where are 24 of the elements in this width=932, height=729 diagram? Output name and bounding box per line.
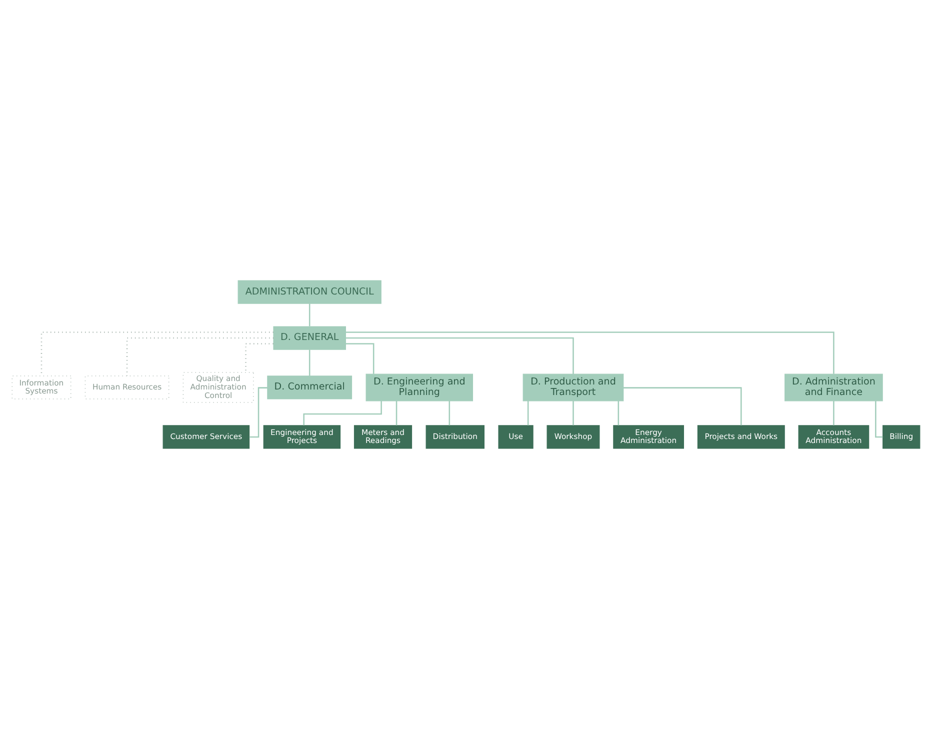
connector	[40, 332, 274, 376]
connector	[396, 401, 398, 426]
node-box: ADMINISTRATION COUNCIL	[238, 280, 382, 304]
node-box: D. Administration and Finance	[784, 374, 883, 402]
node-box: D. Engineering and Planning	[366, 374, 474, 402]
connector	[303, 401, 382, 426]
node-box: D. GENERAL	[273, 326, 346, 350]
connector	[623, 387, 742, 426]
connector	[245, 343, 274, 372]
connector	[308, 350, 310, 376]
connector	[875, 401, 883, 438]
connector	[249, 387, 268, 438]
connector	[126, 337, 274, 376]
node-box: D. Production and Transport	[522, 374, 624, 402]
connector	[346, 343, 374, 374]
connector	[346, 337, 574, 374]
node-box: D. Commercial	[267, 376, 352, 400]
connector	[572, 401, 574, 426]
connector	[308, 304, 310, 326]
connector	[833, 401, 834, 426]
connector	[527, 401, 529, 426]
connector	[346, 332, 834, 374]
connector	[448, 401, 450, 426]
connector	[618, 401, 620, 426]
